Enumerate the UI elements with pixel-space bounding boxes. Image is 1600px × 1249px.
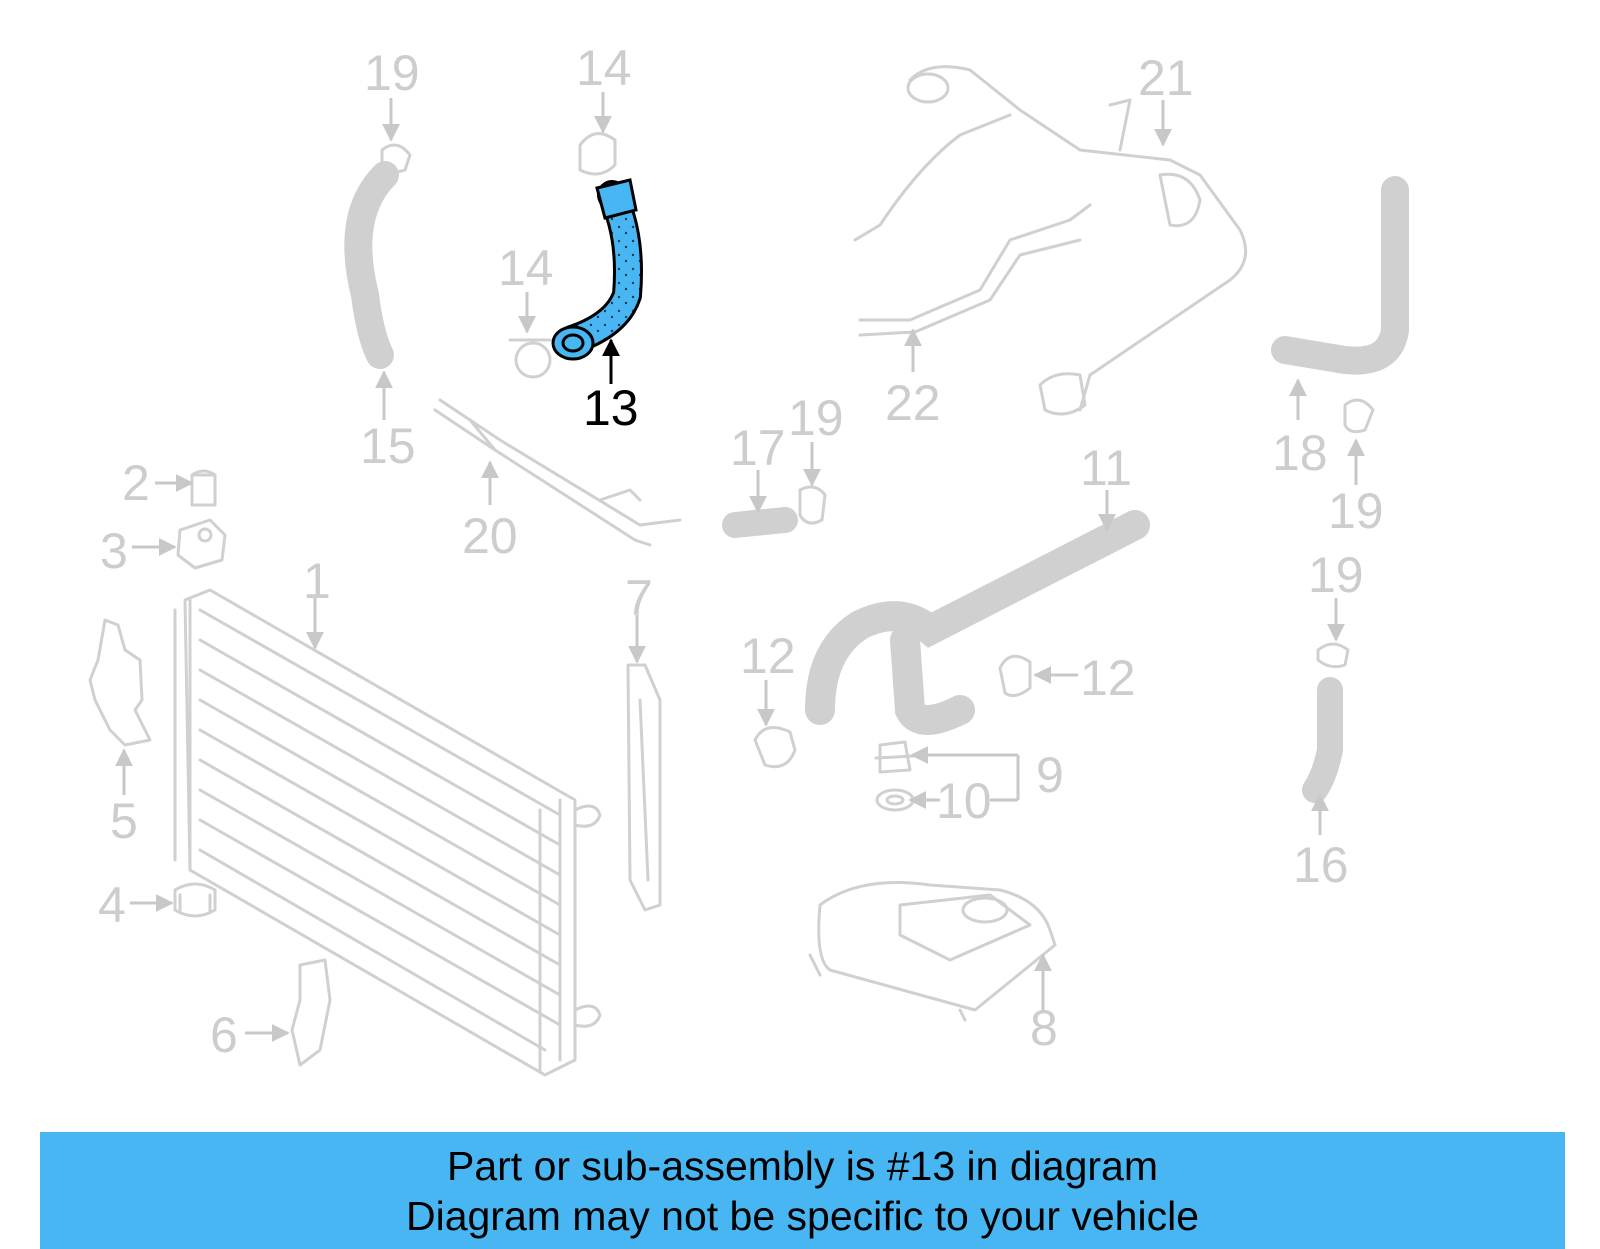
clamp-part-19b (798, 485, 827, 525)
bracket-part-6 (290, 958, 332, 1067)
callout-19a: 19 (364, 45, 420, 101)
cap-part-9 (874, 740, 916, 774)
callout-10: 10 (936, 773, 992, 829)
clamp-part-14b (508, 338, 552, 379)
grommet-part-4 (173, 882, 217, 918)
callout-4: 4 (98, 877, 126, 933)
info-banner: Part or sub-assembly is #13 in diagram D… (40, 1132, 1565, 1249)
banner-disclaimer: Diagram may not be specific to your vehi… (405, 1192, 1199, 1239)
callout-15: 15 (360, 418, 416, 474)
hose-part-15 (344, 161, 399, 369)
callout-9: 9 (1036, 747, 1064, 803)
clamp-part-19d (1316, 642, 1350, 669)
callout-labels: 1 2 3 4 5 6 7 8 9 10 11 12 12 13 14 14 1… (98, 40, 1384, 1063)
callout-12b: 12 (1080, 650, 1136, 706)
pipe-assembly-part-21 (853, 65, 1248, 416)
seal-ring-part-10 (875, 788, 915, 812)
callout-1: 1 (303, 553, 331, 609)
callout-19d: 19 (1308, 547, 1364, 603)
hose-part-13-highlighted (551, 178, 643, 361)
callout-14a: 14 (576, 40, 632, 96)
callout-12a: 12 (740, 628, 796, 684)
callout-11: 11 (1080, 440, 1132, 496)
clamp-part-12a (753, 726, 797, 769)
callout-5: 5 (110, 793, 138, 849)
pipe-part-22 (858, 203, 1092, 337)
hose-part-17 (722, 507, 798, 538)
callout-22: 22 (885, 375, 941, 431)
callout-6: 6 (210, 1007, 238, 1063)
callout-18: 18 (1272, 425, 1328, 481)
callout-19b: 19 (788, 390, 844, 446)
clamp-part-12b (998, 654, 1032, 698)
bushing-part-2 (190, 469, 217, 507)
mount-part-3 (176, 518, 227, 570)
leader-lines (115, 92, 1365, 1042)
callout-7: 7 (625, 570, 653, 626)
pipe-part-20 (433, 398, 682, 547)
hose-part-18 (1271, 176, 1409, 375)
callout-16: 16 (1293, 837, 1349, 893)
hose-part-16 (1302, 677, 1343, 803)
expansion-tank-part-8 (808, 881, 1057, 1022)
clamp-part-14a (578, 132, 617, 176)
callout-2: 2 (122, 455, 150, 511)
seal-strip-part-7 (626, 663, 662, 912)
banner-part-note: Part or sub-assembly is #13 in diagram (447, 1142, 1158, 1189)
hose-part-11 (805, 510, 1150, 735)
clamp-part-19a (380, 143, 412, 174)
callout-17: 17 (730, 420, 786, 476)
radiator-part (173, 588, 602, 1077)
callout-20: 20 (462, 508, 518, 564)
callout-8: 8 (1030, 1000, 1058, 1056)
clamp-part-19c (1343, 398, 1375, 434)
callout-13-highlighted: 13 (583, 380, 639, 436)
callout-3: 3 (100, 523, 128, 579)
bracket-part-5 (88, 618, 152, 747)
callout-14b: 14 (498, 240, 554, 296)
callout-19c: 19 (1328, 483, 1384, 539)
callout-21: 21 (1138, 50, 1194, 106)
